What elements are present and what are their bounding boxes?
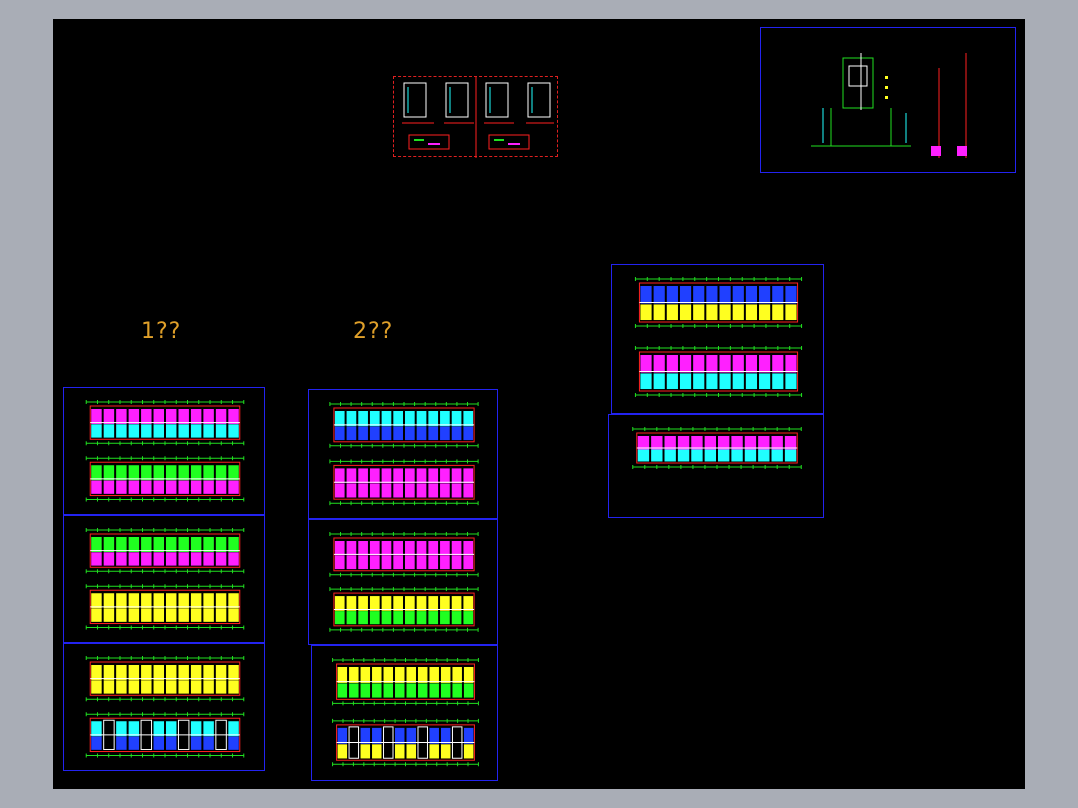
riser-sheet[interactable] bbox=[760, 27, 1016, 173]
detail-sheet-top[interactable] bbox=[393, 76, 558, 158]
floor-plan-sheet[interactable] bbox=[611, 264, 824, 414]
floor-plan-drawing bbox=[85, 656, 245, 758]
floor-plan-drawing bbox=[85, 528, 245, 630]
floor-plan-drawing bbox=[634, 277, 803, 397]
floor-plan-drawing bbox=[632, 427, 802, 469]
riser-drawing bbox=[811, 53, 967, 158]
floor-plan-sheet[interactable] bbox=[311, 645, 498, 781]
detail-drawing bbox=[402, 77, 554, 158]
floor-plan-sheet[interactable] bbox=[63, 643, 265, 771]
floor-plan-drawing bbox=[329, 402, 479, 506]
floor-plan-sheet[interactable] bbox=[63, 515, 265, 643]
floor-plan-drawing bbox=[332, 658, 479, 767]
floor-plan-sheet[interactable] bbox=[308, 389, 498, 519]
floor-plan-sheet[interactable] bbox=[308, 519, 498, 645]
floor-plan-drawing bbox=[85, 400, 245, 502]
drawing-canvas[interactable]: 1?? 2?? bbox=[53, 19, 1025, 789]
floor-plan-sheet[interactable] bbox=[63, 387, 265, 515]
group-label-2: 2?? bbox=[353, 319, 394, 344]
floor-plan-sheet[interactable] bbox=[608, 414, 824, 518]
floor-plan-drawing bbox=[329, 532, 479, 632]
group-label-1: 1?? bbox=[141, 319, 182, 344]
